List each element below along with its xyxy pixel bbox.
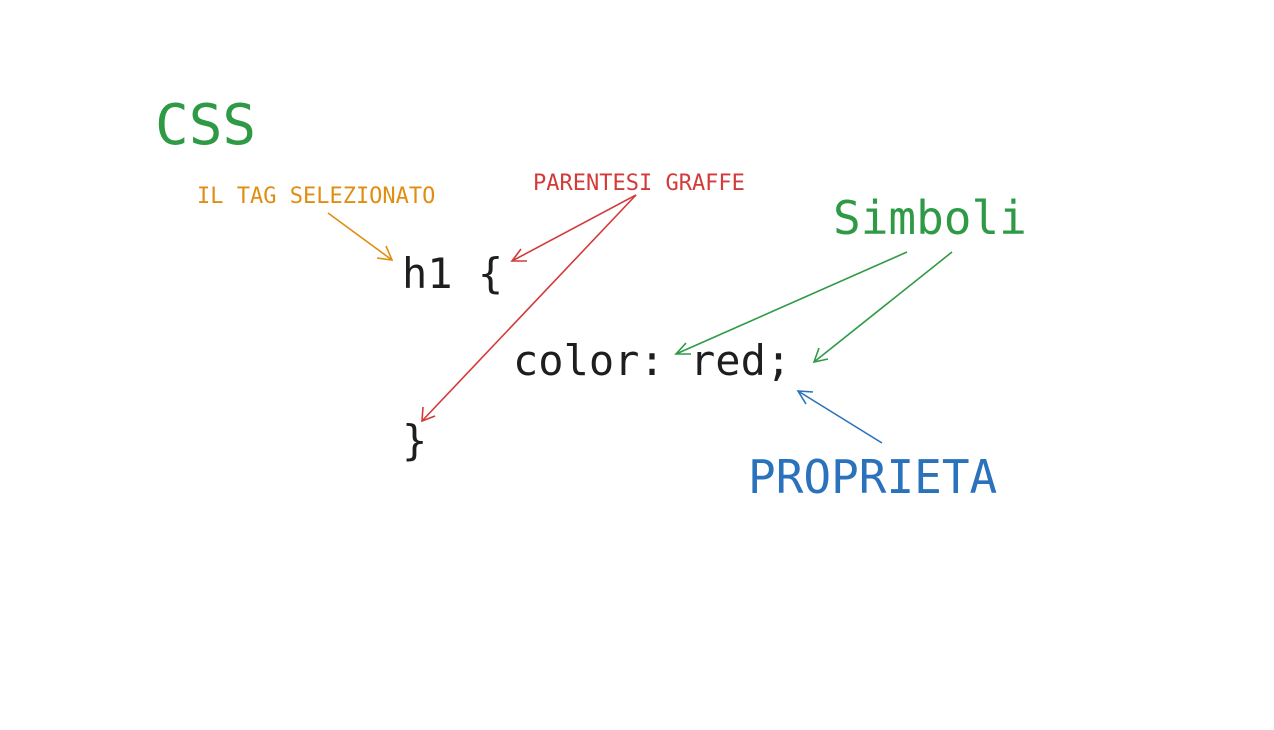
braces-label: PARENTESI GRAFFE [533,171,745,196]
arrow-symbols-to-colon [674,251,908,355]
code-selector-line: h1 { [402,249,504,298]
arrow-property-to-value [796,390,883,444]
symbols-label: Simboli [833,191,1027,245]
property-label: PROPRIETA [748,450,998,504]
arrow-symbols-to-semicolon [812,251,953,364]
diagram-title: CSS [155,93,257,158]
code-closing-brace: } [402,416,428,465]
arrow-braces-to-close-brace [421,194,637,423]
arrow-braces-to-open-brace [510,194,637,262]
arrow-tag-to-selector [327,212,394,261]
code-declaration-line: color: red; [513,336,792,385]
selected-tag-label: IL TAG SELEZIONATO [197,184,436,209]
